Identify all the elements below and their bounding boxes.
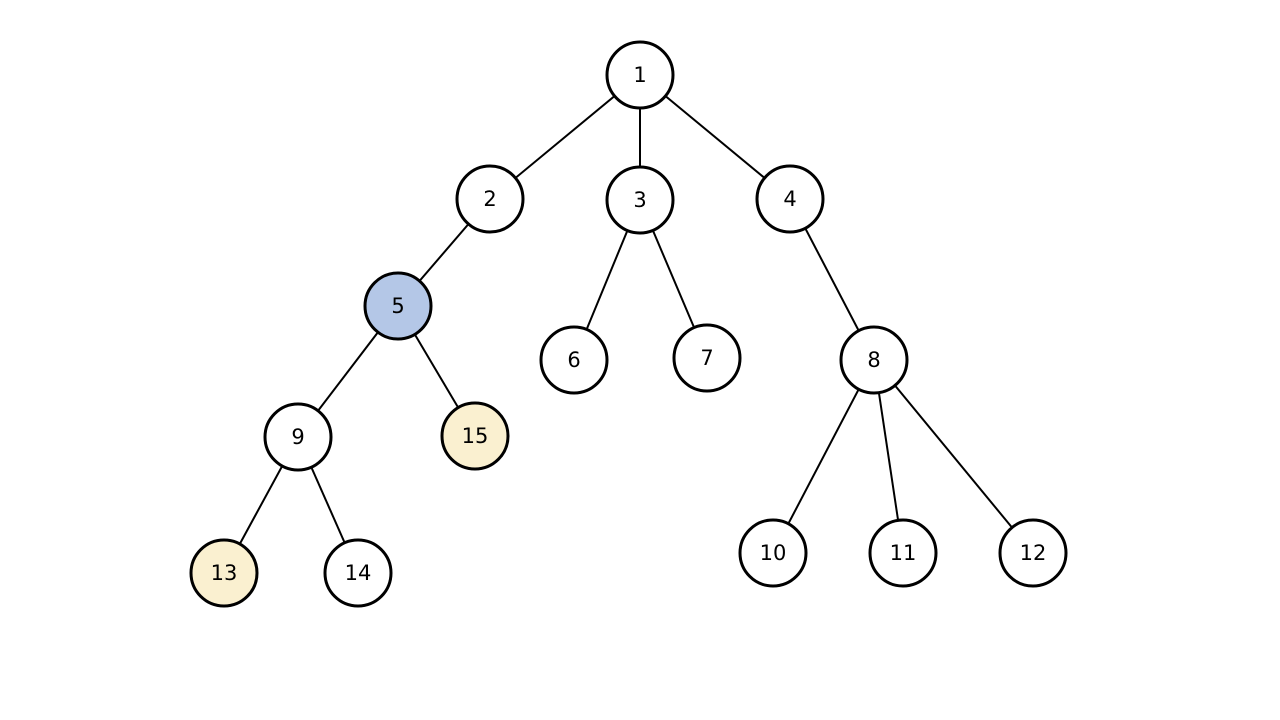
tree-node-circle-7 <box>672 323 742 393</box>
tree-node-label-15: 15 <box>462 424 489 448</box>
tree-node-circle-14 <box>323 538 393 608</box>
tree-edge-8-12 <box>873 359 1034 554</box>
tree-node-11: 11 <box>868 518 938 588</box>
tree-node-circle-1 <box>605 40 675 110</box>
tree-node-circle-11 <box>868 518 938 588</box>
tree-node-circle-3 <box>605 165 675 235</box>
tree-node-label-13: 13 <box>211 561 238 585</box>
tree-node-3: 3 <box>605 165 675 235</box>
tree-node-circle-12 <box>998 518 1068 588</box>
tree-node-9: 9 <box>263 402 333 472</box>
tree-node-2: 2 <box>455 164 525 234</box>
tree-node-circle-10 <box>738 518 808 588</box>
tree-node-8: 8 <box>839 325 909 395</box>
tree-node-circle-4 <box>755 164 825 234</box>
tree-node-circle-15 <box>440 401 510 471</box>
tree-node-label-9: 9 <box>291 425 304 449</box>
tree-node-circle-13 <box>189 538 259 608</box>
tree-node-7: 7 <box>672 323 742 393</box>
tree-node-12: 12 <box>998 518 1068 588</box>
tree-node-10: 10 <box>738 518 808 588</box>
tree-node-4: 4 <box>755 164 825 234</box>
tree-node-circle-2 <box>455 164 525 234</box>
tree-node-1: 1 <box>605 40 675 110</box>
tree-node-15: 15 <box>440 401 510 471</box>
tree-node-5: 5 <box>363 271 433 341</box>
tree-node-label-10: 10 <box>760 541 787 565</box>
tree-node-label-7: 7 <box>700 346 713 370</box>
tree-node-circle-5 <box>363 271 433 341</box>
tree-node-label-8: 8 <box>867 348 880 372</box>
tree-node-circle-6 <box>539 325 609 395</box>
tree-node-13: 13 <box>189 538 259 608</box>
tree-node-label-4: 4 <box>783 187 796 211</box>
tree-node-label-2: 2 <box>483 187 496 211</box>
tree-node-6: 6 <box>539 325 609 395</box>
tree-node-circle-8 <box>839 325 909 395</box>
tree-node-label-3: 3 <box>633 188 646 212</box>
tree-node-label-6: 6 <box>567 348 580 372</box>
tree-node-circle-9 <box>263 402 333 472</box>
tree-node-label-5: 5 <box>391 294 404 318</box>
tree-edge-8-10 <box>772 359 875 554</box>
tree-node-label-11: 11 <box>890 541 917 565</box>
tree-node-label-1: 1 <box>633 63 646 87</box>
edges-layer <box>223 74 1034 574</box>
tree-node-14: 14 <box>323 538 393 608</box>
tree-node-label-12: 12 <box>1020 541 1047 565</box>
tree-node-label-14: 14 <box>345 561 372 585</box>
